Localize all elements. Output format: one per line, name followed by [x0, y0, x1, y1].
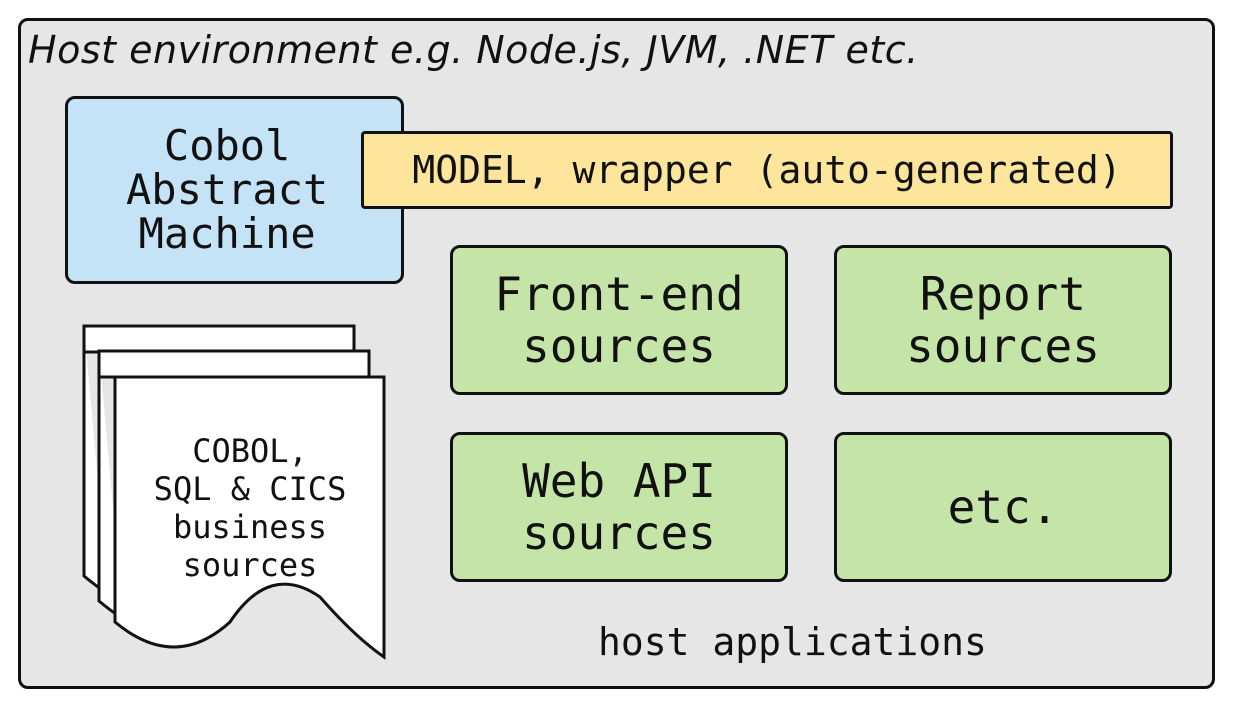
document-sheet-front [113, 375, 386, 660]
etc-sources-box: etc. [834, 432, 1172, 582]
report-sources-box: Report sources [834, 245, 1172, 395]
host-applications-caption: host applications [598, 620, 987, 664]
host-environment-title: Host environment e.g. Node.js, JVM, .NET… [28, 28, 919, 72]
front-end-sources-box: Front-end sources [450, 245, 788, 395]
business-sources-document-stack-icon [82, 324, 386, 660]
web-api-sources-box: Web API sources [450, 432, 788, 582]
model-wrapper-box: MODEL, wrapper (auto-generated) [361, 131, 1173, 209]
business-sources-label: COBOL, SQL & CICS business sources [153, 432, 347, 584]
cobol-abstract-machine-box: Cobol Abstract Machine [65, 96, 404, 284]
